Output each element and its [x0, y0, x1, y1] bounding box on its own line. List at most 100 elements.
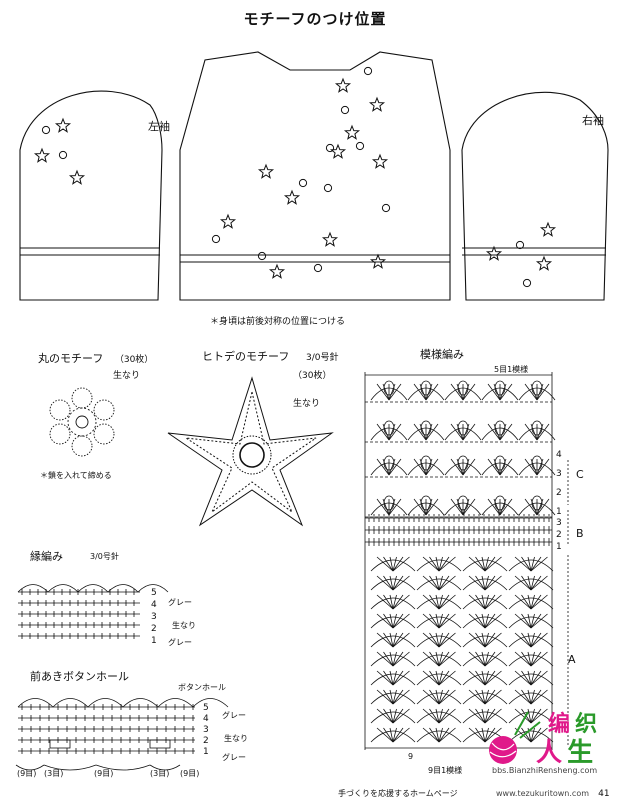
fan-spoke	[521, 727, 532, 743]
buttonhole-count-5: (9目)	[180, 769, 200, 778]
fan-spoke	[484, 727, 496, 743]
fan-spoke	[484, 594, 489, 610]
fan-spoke	[383, 651, 394, 667]
large-fan-stitch	[416, 616, 462, 629]
round-motif-icon	[363, 66, 373, 76]
fan-spoke	[484, 556, 489, 572]
edging-color-mid: 生なり	[172, 621, 196, 630]
fan-spoke	[484, 632, 489, 648]
buttonhole-label: ボタンホール	[178, 683, 226, 692]
fan-spoke	[376, 651, 394, 667]
fan-spoke	[413, 458, 427, 476]
fan-spoke	[484, 632, 502, 648]
star-motif-icon	[268, 263, 286, 279]
large-fan-stitch	[416, 692, 462, 705]
watermark-logo: 编 织	[548, 706, 597, 738]
buttonhole-row-5: 5	[203, 703, 209, 713]
fan-spoke	[383, 632, 394, 648]
fan-spoke	[438, 727, 450, 743]
buttonhole-count-1: (9目)	[17, 769, 37, 778]
fan-spoke	[530, 556, 548, 572]
fan-spoke	[527, 613, 532, 629]
fan-spoke	[481, 727, 486, 743]
fan-spoke	[383, 613, 394, 629]
fan-spoke	[530, 575, 535, 591]
buttonhole-color-5: グレー	[222, 711, 246, 720]
fan-spoke	[530, 727, 542, 743]
edging-color-5: グレー	[168, 598, 192, 607]
large-fan-stitch	[462, 673, 508, 686]
star-motif-icon	[33, 147, 51, 163]
fan-spoke	[383, 594, 394, 610]
fan-spoke	[536, 423, 550, 441]
fan-spoke	[481, 689, 486, 705]
fan-spoke	[376, 594, 394, 610]
fan-spoke	[438, 556, 456, 572]
fan-spoke	[392, 632, 404, 648]
fan-spoke	[536, 458, 550, 476]
left-sleeve	[19, 90, 163, 301]
round-motif-icon	[515, 240, 525, 250]
fan-spoke	[438, 575, 443, 591]
large-fan-stitch	[508, 616, 554, 629]
large-fan-stitch	[370, 692, 416, 705]
large-fan-stitch	[462, 711, 508, 724]
fan-spoke	[425, 423, 439, 441]
fan-spoke	[376, 383, 390, 401]
buttonhole-count-4: (3目)	[150, 769, 170, 778]
large-fan-stitch	[370, 597, 416, 610]
section-b-label: B	[576, 527, 584, 540]
fan-spoke	[530, 670, 535, 686]
fan-spoke	[392, 727, 404, 743]
bobble-stitch	[457, 420, 469, 436]
fan-spoke	[389, 670, 394, 686]
round-motif-icon	[58, 150, 68, 160]
star-motif-icon	[535, 255, 553, 271]
footer-caption: 手づくりを応援するホームページ	[338, 789, 458, 798]
large-fan-stitch	[508, 730, 554, 743]
fan-spoke	[438, 708, 456, 724]
fan-spoke	[438, 556, 450, 572]
picot-arch	[122, 698, 159, 708]
bobble-stitch	[457, 380, 469, 396]
fan-spoke	[422, 594, 440, 610]
fan-spoke	[487, 423, 501, 441]
bobble-stitch	[420, 420, 432, 436]
fan-spoke	[383, 708, 394, 724]
fan-spoke	[527, 708, 532, 724]
large-fan-stitch	[462, 616, 508, 629]
fan-spoke	[468, 556, 486, 572]
fan-spoke	[481, 708, 486, 724]
fan-spoke	[484, 670, 489, 686]
fan-spoke	[392, 575, 397, 591]
fan-spoke	[468, 594, 486, 610]
right-sleeve	[461, 91, 609, 301]
bobble-stitch	[383, 380, 395, 396]
fan-spoke	[530, 727, 548, 743]
bobble-stitch	[531, 495, 543, 511]
large-fan-stitch	[508, 559, 554, 572]
fan-spoke	[499, 383, 513, 401]
section-a-label: A	[568, 653, 576, 666]
fan-spoke	[462, 383, 476, 401]
fan-spoke	[481, 613, 486, 629]
fan-spoke	[530, 613, 548, 629]
bobble-stitch	[494, 455, 506, 471]
large-fan-stitch	[508, 635, 554, 648]
fan-spoke	[438, 670, 443, 686]
fan-spoke	[527, 575, 532, 591]
fan-spoke	[530, 708, 542, 724]
fan-spoke	[392, 594, 404, 610]
fan-spoke	[413, 423, 427, 441]
fan-spoke	[392, 613, 397, 629]
fan-spoke	[530, 632, 548, 648]
fan-spoke	[438, 594, 450, 610]
watermark-char-3: 人	[536, 738, 563, 768]
picot-arch	[107, 584, 139, 593]
fan-spoke	[376, 613, 394, 629]
body-note: ＊身頃は前後対称の位置につける	[210, 317, 346, 327]
fan-spoke	[468, 670, 486, 686]
fan-spoke	[475, 689, 486, 705]
